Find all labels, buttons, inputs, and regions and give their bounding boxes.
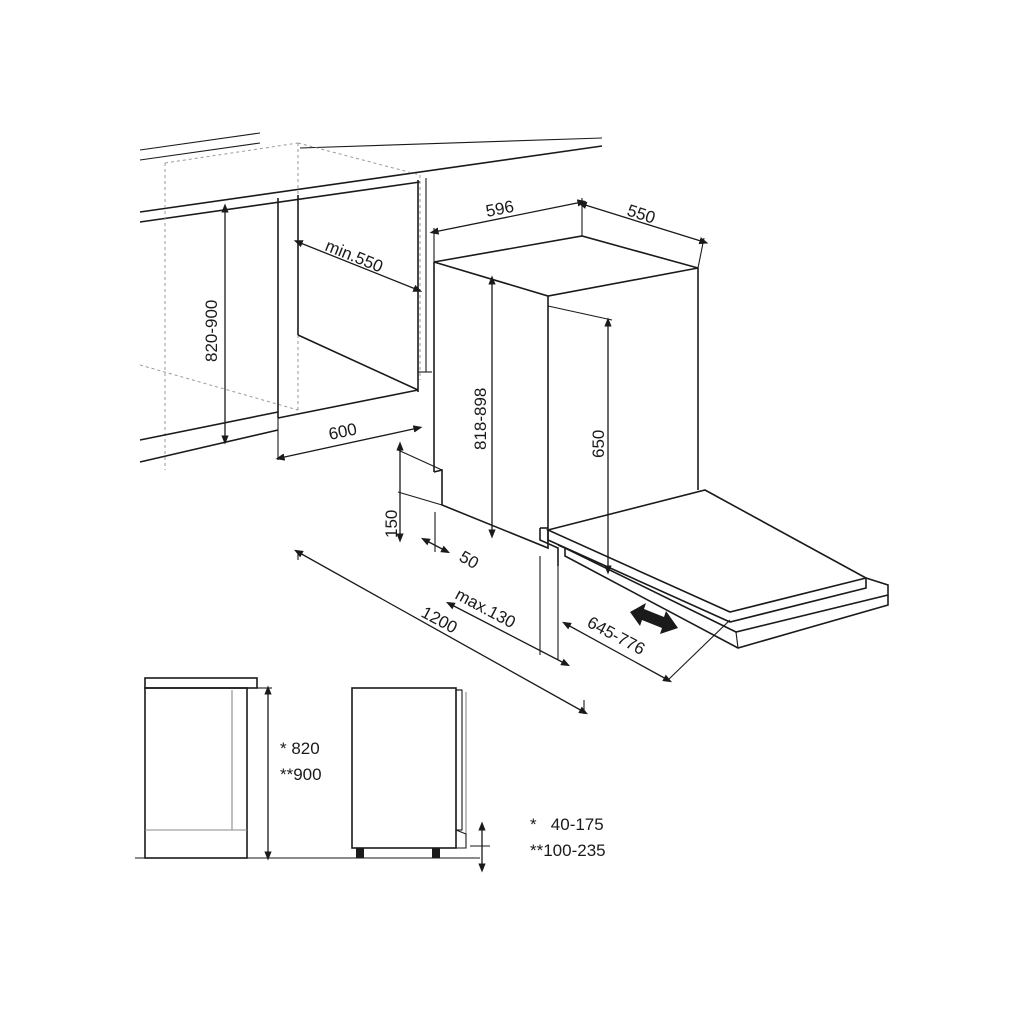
dim-label-max-130: max.130 xyxy=(452,585,518,632)
dim-label-550: 550 xyxy=(625,201,658,228)
dim-label-600: 600 xyxy=(327,419,359,443)
dimension-lines xyxy=(221,198,731,715)
dim-label-min-550: min.550 xyxy=(323,236,386,276)
dim-label-818-898: 818-898 xyxy=(471,388,490,450)
dishwasher-body xyxy=(433,235,889,660)
side-view-dishwasher xyxy=(351,687,490,873)
dim-label-50: 50 xyxy=(456,547,482,573)
plinth-note-a: * 40-175 xyxy=(530,815,604,834)
plinth-note-b: **100-235 xyxy=(530,841,606,860)
door-slide-arrow-icon xyxy=(630,603,678,634)
dim-label-150: 150 xyxy=(382,510,401,538)
side-view-cabinet xyxy=(135,677,480,861)
dim-label-820-900: 820-900 xyxy=(202,300,221,362)
side-height-900: **900 xyxy=(280,765,322,784)
kitchen-niche xyxy=(139,132,603,470)
dim-label-650: 650 xyxy=(589,430,608,458)
dim-label-596: 596 xyxy=(484,197,515,221)
dim-label-1200: 1200 xyxy=(418,603,460,638)
side-height-820: * 820 xyxy=(280,739,320,758)
